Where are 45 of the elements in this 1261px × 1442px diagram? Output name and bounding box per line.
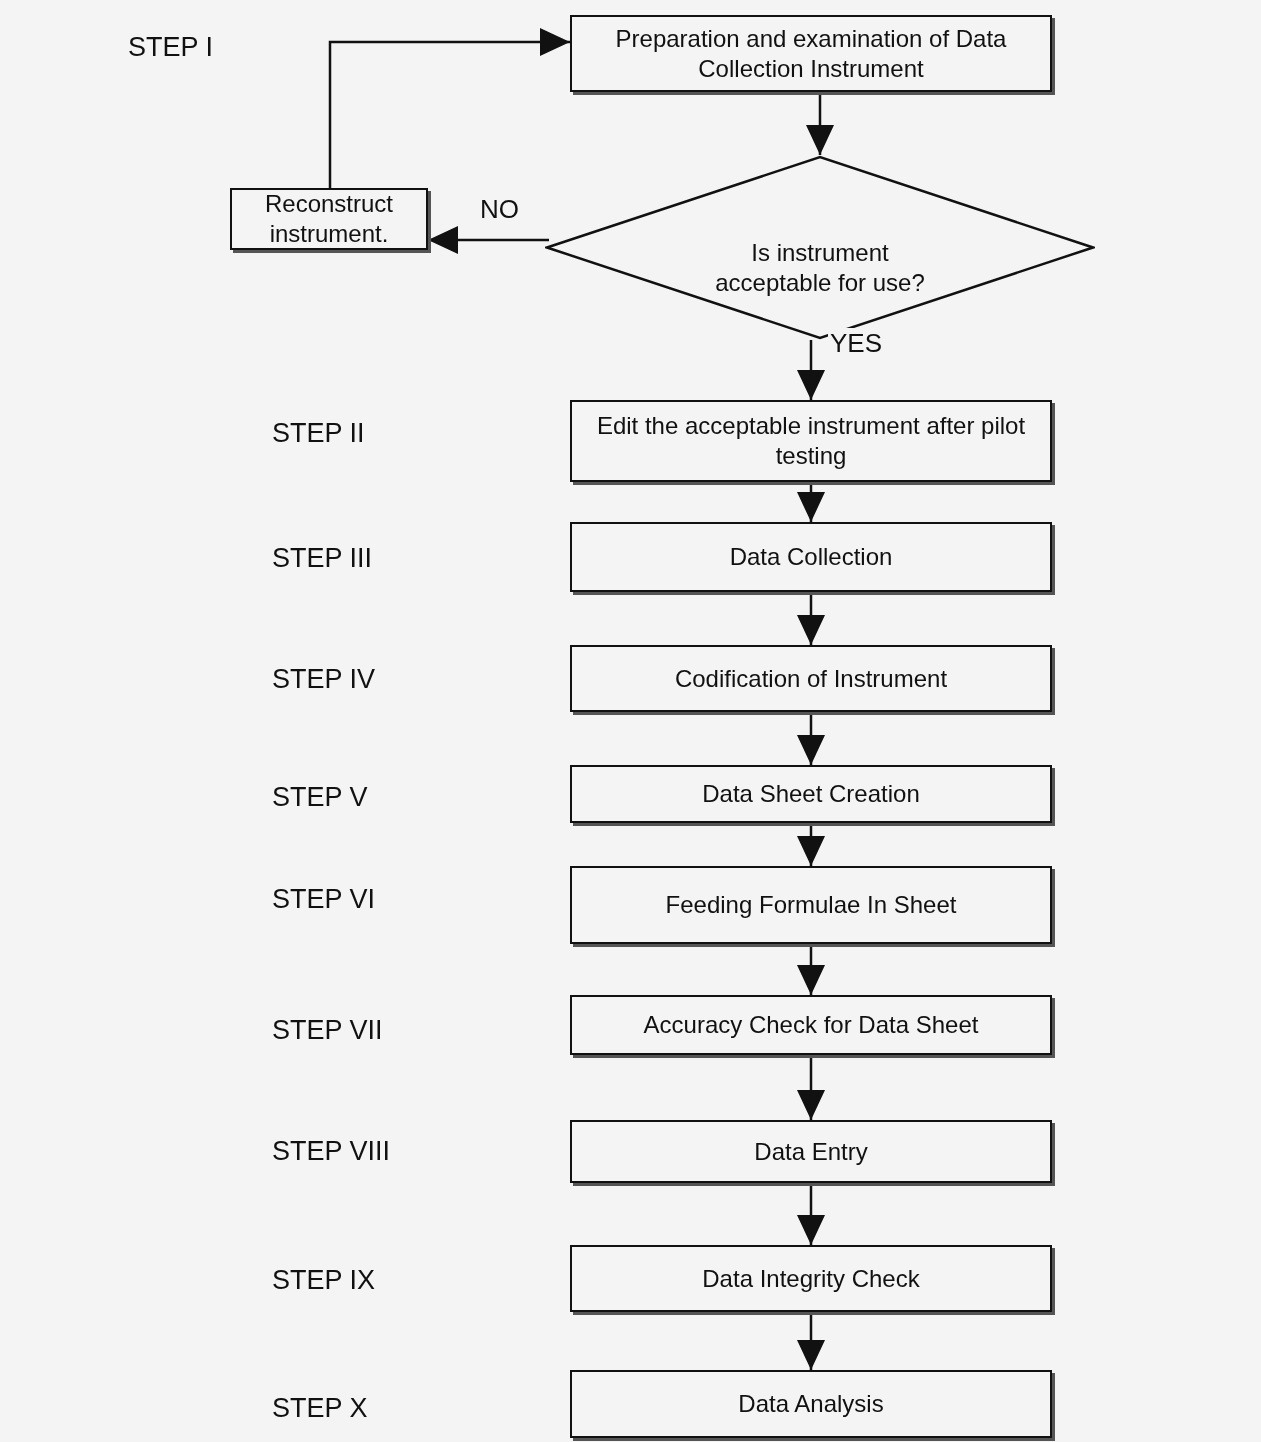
step-label: STEP I [128, 32, 214, 63]
process-box [570, 1245, 1052, 1312]
process-box [570, 522, 1052, 592]
box-text: Data Sheet Creation [702, 779, 920, 809]
box-text: Data Collection [729, 542, 893, 572]
box-text: Reconstruct instrument. [263, 189, 395, 249]
box-text: Data Integrity Check [702, 1263, 920, 1294]
step-label: STEP III [272, 543, 373, 574]
step-label: STEP V [272, 782, 368, 813]
arrow [797, 482, 825, 522]
arrow [797, 1312, 825, 1370]
box-text: Preparation and examination of Data Collection Instrument [614, 23, 1008, 84]
process-box [570, 866, 1052, 944]
step-label: STEP VI [272, 884, 376, 915]
step-label: STEP VII [272, 1015, 383, 1046]
process-box [570, 15, 1052, 92]
arrow [806, 92, 834, 155]
arrow [428, 226, 549, 254]
arrow [797, 1055, 825, 1120]
arrow [797, 340, 825, 400]
process-box [230, 188, 428, 250]
process-box [570, 400, 1052, 482]
process-box [570, 1120, 1052, 1183]
arrow [797, 712, 825, 765]
arrow [328, 28, 570, 188]
arrow [797, 1183, 825, 1245]
step-label: STEP II [272, 418, 365, 449]
process-box [570, 645, 1052, 712]
box-text: Edit the acceptable instrument after pilot testing [595, 411, 1027, 471]
step-label: STEP IV [272, 664, 376, 695]
step-label: STEP IX [272, 1265, 376, 1296]
process-box [570, 1370, 1052, 1438]
step-label: STEP VIII [272, 1136, 391, 1167]
box-text: Data Analysis [738, 1389, 884, 1419]
box-text: Accuracy Check for Data Sheet [643, 1010, 979, 1040]
arrow [797, 823, 825, 866]
box-text: Feeding Formulae In Sheet [665, 890, 957, 920]
arrow [797, 944, 825, 995]
box-text: Data Entry [754, 1136, 868, 1167]
process-box [570, 765, 1052, 823]
process-box [570, 995, 1052, 1055]
step-label: STEP X [272, 1393, 368, 1424]
arrow [797, 592, 825, 645]
box-text: Is instrument acceptable for use? [714, 237, 926, 298]
box-text: Codification of Instrument [674, 663, 948, 694]
